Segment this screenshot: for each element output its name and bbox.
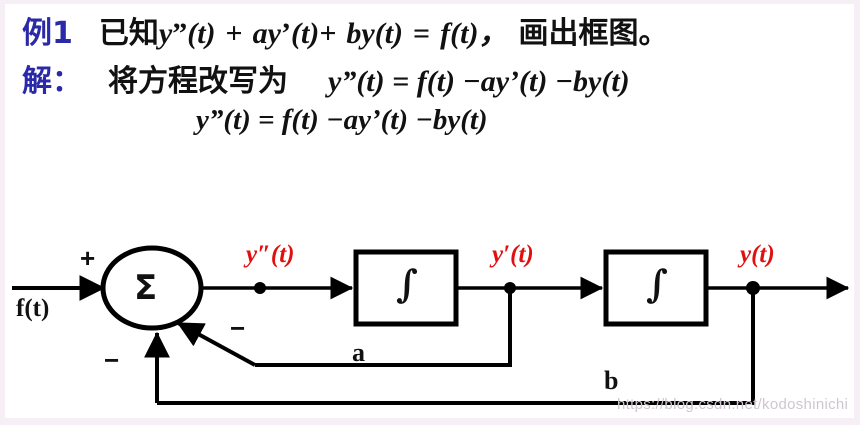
solution-prefix: 将方程改写为 bbox=[108, 64, 288, 99]
example-tag: 例1 bbox=[22, 16, 73, 51]
summer-sign-right-minus: − bbox=[230, 313, 246, 343]
summer-symbol: Σ bbox=[134, 268, 158, 308]
solution-line: 解： 将方程改写为 y”(t) = f(t) −ay’(t) −by(t) bbox=[22, 56, 630, 100]
line1-t1: (t) bbox=[187, 17, 216, 50]
solution-tag: 解： bbox=[22, 64, 82, 99]
block-diagram: Σ ∫ ∫ bbox=[0, 225, 860, 425]
solution-equation: y”(t) = f(t) −ay’(t) −by(t) bbox=[328, 65, 630, 98]
integrator-2 bbox=[603, 249, 709, 327]
line1-suffix: 画出框图。 bbox=[518, 16, 669, 51]
line1-t3: (t) bbox=[374, 17, 404, 50]
line1-f: f bbox=[440, 17, 451, 50]
line1-equals: = bbox=[413, 17, 431, 50]
integrator-2-symbol: ∫ bbox=[646, 261, 669, 306]
input-sign-plus: + bbox=[80, 243, 96, 273]
line1-plus: + bbox=[225, 17, 243, 50]
feedback-path-b bbox=[157, 288, 755, 405]
line1-y: y bbox=[158, 17, 173, 50]
node-ydd bbox=[254, 282, 266, 294]
feedback-arrow-a bbox=[176, 321, 256, 367]
signal-label-y: y(t) bbox=[740, 241, 775, 268]
input-label: f(t) bbox=[16, 295, 50, 322]
line1-t2: (t)+ bbox=[290, 17, 337, 50]
summer-sign-bottom-minus: − bbox=[104, 345, 120, 375]
signal-label-y-double-prime: y″(t) bbox=[246, 241, 295, 268]
feedback-gain-label-a: a bbox=[352, 338, 365, 367]
signal-label-y-prime: y′(t) bbox=[492, 241, 534, 268]
line1-prime2: ’ bbox=[280, 17, 291, 50]
line1-t4: (t)， bbox=[450, 17, 509, 50]
feedback-path-a bbox=[255, 288, 512, 367]
feedback-gain-label-b: b bbox=[604, 366, 619, 395]
integrator-1-symbol: ∫ bbox=[396, 261, 419, 306]
line1-ay: ay bbox=[252, 17, 281, 50]
line1-prefix: 已知 bbox=[98, 16, 159, 51]
line1-by: by bbox=[346, 17, 375, 50]
watermark-text: https://blog.csdn.net/kodoshinichi bbox=[617, 396, 849, 413]
equation-repeat: y”(t) = f(t) −ay’(t) −by(t) bbox=[196, 104, 488, 136]
line1-primes: ” bbox=[172, 17, 188, 50]
equation-repeat-line: y”(t) = f(t) −ay’(t) −by(t) bbox=[196, 104, 488, 137]
